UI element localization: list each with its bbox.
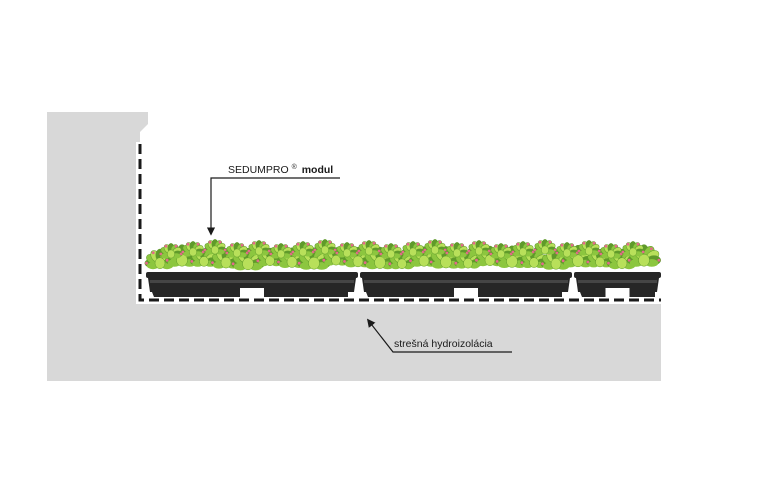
sedum-plant-icon [181, 241, 205, 257]
sedum-plant-icon [379, 243, 403, 259]
sedum-plant-icon [533, 239, 557, 255]
sedum-plant-icon [357, 240, 381, 256]
sedum-plant-icon [203, 239, 227, 255]
sedum-plant-icon [599, 243, 623, 259]
sedum-plant-icon [577, 240, 601, 256]
sedum-plant-icon [555, 242, 579, 258]
sedum-plant-icon [225, 242, 249, 258]
sedum-plant-icon [269, 243, 293, 259]
sedum-plant-icon [291, 241, 315, 257]
planting-tray-icon [574, 272, 661, 297]
module-label-reg: ® [292, 163, 298, 171]
module-leader-line [206, 177, 340, 236]
sedum-plant-icon [445, 242, 469, 258]
planting-tray-icon [360, 272, 572, 297]
sedum-plant-icon [423, 239, 447, 255]
roof-concrete [47, 112, 661, 381]
module-label-word: modul [302, 164, 334, 176]
membrane-label: strešná hydroizolácia [394, 338, 493, 350]
membrane-leader-line [366, 318, 512, 353]
sedum-plant-icon [159, 243, 183, 259]
module-label-name: SEDUMPRO [228, 164, 289, 176]
sedum-plant-icon [511, 241, 535, 257]
sedum-plant-icon [621, 241, 645, 257]
membrane-line [138, 144, 661, 302]
sedum-trays [146, 272, 661, 297]
sedum-plant-icon [467, 240, 491, 256]
sedum-plant-icon [401, 241, 425, 257]
sedum-plant-icon [489, 243, 513, 259]
sedum-plant-icon [335, 242, 359, 258]
module-label: SEDUMPRO ® modul [228, 160, 333, 176]
sedum-plants [144, 239, 661, 271]
planting-tray-icon [146, 272, 358, 297]
sedum-plant-icon [247, 240, 271, 256]
sedum-plant-icon [313, 239, 337, 255]
